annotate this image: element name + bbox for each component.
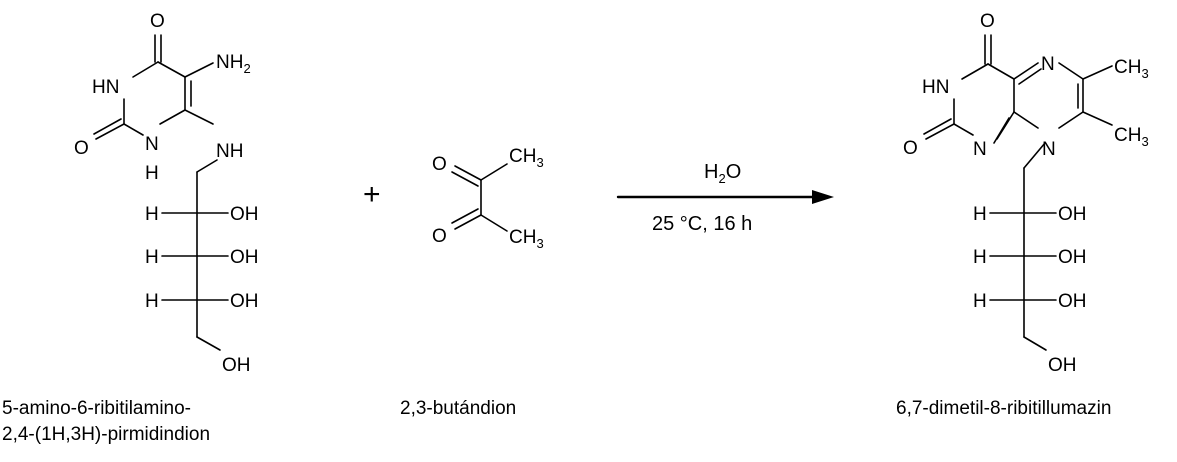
ch3-main: CH xyxy=(509,227,536,248)
atom-h: H xyxy=(145,247,159,268)
ch3-sub: 3 xyxy=(536,236,543,251)
atom-o: O xyxy=(980,11,995,32)
ch3-main: CH xyxy=(509,146,536,167)
reagent-tail: O xyxy=(726,161,742,183)
atom-nh2: NH2 xyxy=(216,52,251,76)
reactant-2-name: 2,3-butándion xyxy=(400,398,516,419)
atom-hn: HN xyxy=(922,77,949,98)
reactant-2-atoms: O O CH3 CH3 xyxy=(432,146,544,251)
product-atoms: O HN N CH3 O N N CH3 H OH H OH H OH OH xyxy=(903,11,1149,376)
reagent-sub: 2 xyxy=(718,171,725,186)
reaction-arrow xyxy=(616,190,834,204)
reactant-1-name-line-1: 5-amino-6-ribitilamino- xyxy=(2,398,191,419)
atom-h: H xyxy=(145,204,159,225)
atom-h: H xyxy=(973,291,987,312)
atom-ch3: CH3 xyxy=(1114,57,1149,81)
atom-n: N xyxy=(145,134,159,155)
nh2-sub: 2 xyxy=(243,61,250,76)
ch3-sub: 3 xyxy=(1141,134,1148,149)
reactant-1-atoms: O HN NH2 O N H NH H OH H OH H OH OH xyxy=(74,11,259,376)
product-name: 6,7-dimetil-8-ribitillumazin xyxy=(896,398,1111,419)
atom-ch3: CH3 xyxy=(509,227,544,251)
ch3-main: CH xyxy=(1114,57,1141,78)
atom-oh: OH xyxy=(230,204,259,225)
product-structure xyxy=(923,34,1113,351)
atom-o: O xyxy=(150,11,165,32)
atom-h: H xyxy=(973,204,987,225)
ch3-main: CH xyxy=(1114,125,1141,146)
plus-sign: + xyxy=(363,178,381,211)
atom-ch3: CH3 xyxy=(509,146,544,170)
reagent-label: H2O xyxy=(704,161,741,186)
atom-oh: OH xyxy=(222,355,251,376)
reactant-1-name-line-2: 2,4-(1H,3H)-pirmidindion xyxy=(2,424,210,445)
atom-oh: OH xyxy=(1058,247,1087,268)
reactant-2-structure xyxy=(451,163,508,232)
ch3-sub: 3 xyxy=(1141,66,1148,81)
reactant-1-structure xyxy=(93,34,229,351)
atom-ch3: CH3 xyxy=(1114,125,1149,149)
atom-hn: HN xyxy=(92,77,119,98)
atom-o: O xyxy=(432,154,447,175)
atom-oh: OH xyxy=(1058,291,1087,312)
atom-oh: OH xyxy=(1048,355,1077,376)
ch3-sub: 3 xyxy=(536,155,543,170)
atom-o: O xyxy=(74,138,89,159)
atom-o: O xyxy=(903,138,918,159)
atom-h: H xyxy=(973,247,987,268)
reagent-main: H xyxy=(704,161,718,183)
atom-o: O xyxy=(432,226,447,247)
atom-h: H xyxy=(145,163,159,184)
atom-n: N xyxy=(973,139,987,160)
atom-oh: OH xyxy=(1058,204,1087,225)
atom-oh: OH xyxy=(230,247,259,268)
atom-n: N xyxy=(1042,139,1056,160)
atom-n: N xyxy=(1041,54,1055,75)
nh2-main: NH xyxy=(216,52,243,73)
conditions-label: 25 °C, 16 h xyxy=(652,213,752,235)
atom-oh: OH xyxy=(230,291,259,312)
atom-h: H xyxy=(145,291,159,312)
atom-nh: NH xyxy=(216,141,243,162)
